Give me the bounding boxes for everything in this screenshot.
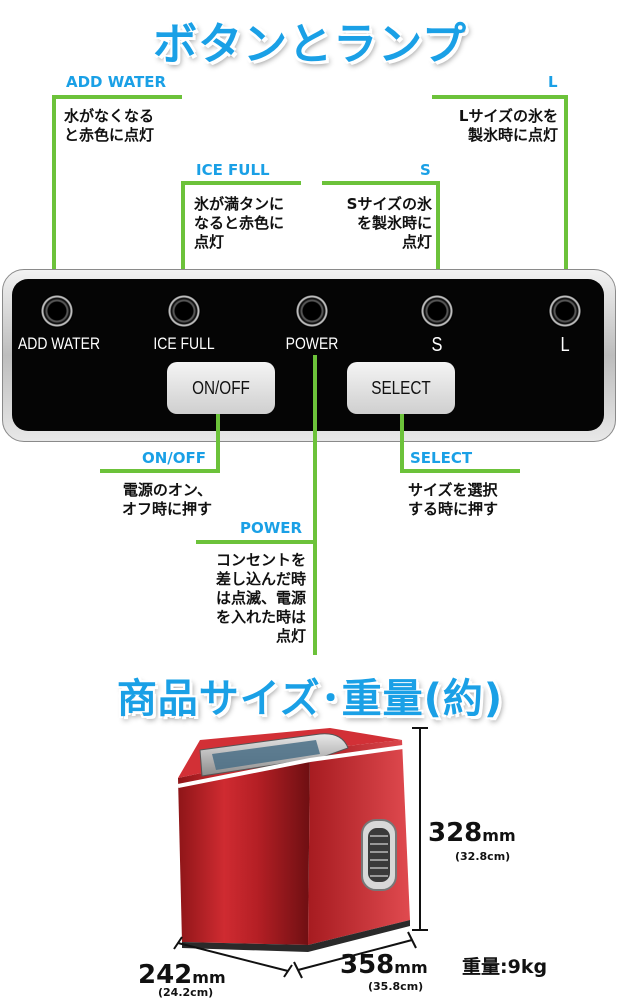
height-mm-value: 328 [428, 818, 483, 848]
callout-label-add-water: ADD WATER [66, 73, 167, 91]
lamp-label-ice-full: ICE FULL [153, 334, 215, 353]
width-mm-value: 242 [138, 960, 193, 990]
depth-mm-value: 358 [340, 950, 395, 980]
callout-desc-l: Lサイズの氷を 製氷時に点灯 [458, 107, 558, 144]
l-lamp [548, 294, 582, 328]
callout-line-add-water-vertical [52, 95, 56, 295]
depth-value: 358mm [340, 950, 428, 980]
callout-line-add-water [52, 95, 182, 99]
width-cm-value: (24.2cm) [158, 986, 214, 999]
width-mm-unit: mm [192, 968, 226, 987]
height-cm-value: (32.8cm) [455, 850, 511, 863]
lamp-label-l: L [560, 334, 570, 356]
callout-line-l-vertical [564, 95, 568, 295]
weight-value: 重量:9kg [462, 956, 548, 978]
callout-desc-s: Sサイズの氷 を製氷時に 点灯 [346, 195, 432, 251]
select-button-label: SELECT [371, 377, 431, 398]
s-lamp [420, 294, 454, 328]
lamp-label-s: S [431, 334, 443, 356]
depth-cm-value: (35.8cm) [368, 980, 424, 993]
callout-line-ice-full [181, 181, 301, 185]
callout-line-select [400, 469, 520, 473]
width-value: 242mm [138, 960, 226, 990]
lamp-label-add-water: ADD WATER [17, 334, 101, 353]
callout-line-ice-full-vertical [181, 181, 185, 295]
callout-desc-add-water: 水がなくなる と赤色に点灯 [64, 107, 155, 144]
callout-label-s: S [420, 161, 431, 179]
callout-line-on-off [100, 469, 220, 473]
callout-desc-select: サイズを選択 する時に押す [408, 481, 499, 518]
depth-dimension-line [293, 931, 417, 979]
size-weight-title: 商品サイズ･重量(約) [116, 676, 504, 722]
on-off-button[interactable]: ON/OFF [167, 362, 275, 414]
callout-desc-on-off: 電源のオン、 オフ時に押す [121, 481, 212, 518]
callout-line-select-vertical [400, 414, 404, 473]
callout-label-on-off: ON/OFF [142, 449, 207, 467]
select-button[interactable]: SELECT [347, 362, 455, 414]
ice-maker-illustration [177, 728, 411, 952]
height-dimension-line [412, 727, 428, 931]
ice-full-lamp [167, 294, 201, 328]
callout-line-s [322, 181, 440, 185]
callout-line-on-off-vertical [216, 414, 220, 473]
callout-line-power [196, 540, 317, 544]
width-dimension-line [173, 936, 293, 978]
on-off-button-label: ON/OFF [192, 377, 250, 398]
power-lamp [295, 294, 329, 328]
callout-label-ice-full: ICE FULL [196, 161, 270, 179]
height-value: 328mm [428, 818, 516, 848]
callout-line-s-vertical [436, 181, 440, 295]
height-mm-unit: mm [482, 826, 516, 845]
callout-label-select: SELECT [410, 449, 473, 467]
callout-label-l: L [548, 73, 558, 91]
add-water-lamp [40, 294, 74, 328]
lamp-label-power: POWER [285, 334, 339, 353]
callout-label-power: POWER [240, 519, 303, 537]
callout-desc-power: コンセントを 差し込んだ時 は点滅、電源 を入れた時は 点灯 [215, 551, 306, 645]
depth-mm-unit: mm [394, 958, 428, 977]
buttons-lamps-title: ボタンとランプ [153, 19, 467, 70]
callout-line-l [432, 95, 568, 99]
callout-line-power-vertical [313, 355, 317, 655]
callout-desc-ice-full: 氷が満タンに なると赤色に 点灯 [194, 195, 285, 251]
